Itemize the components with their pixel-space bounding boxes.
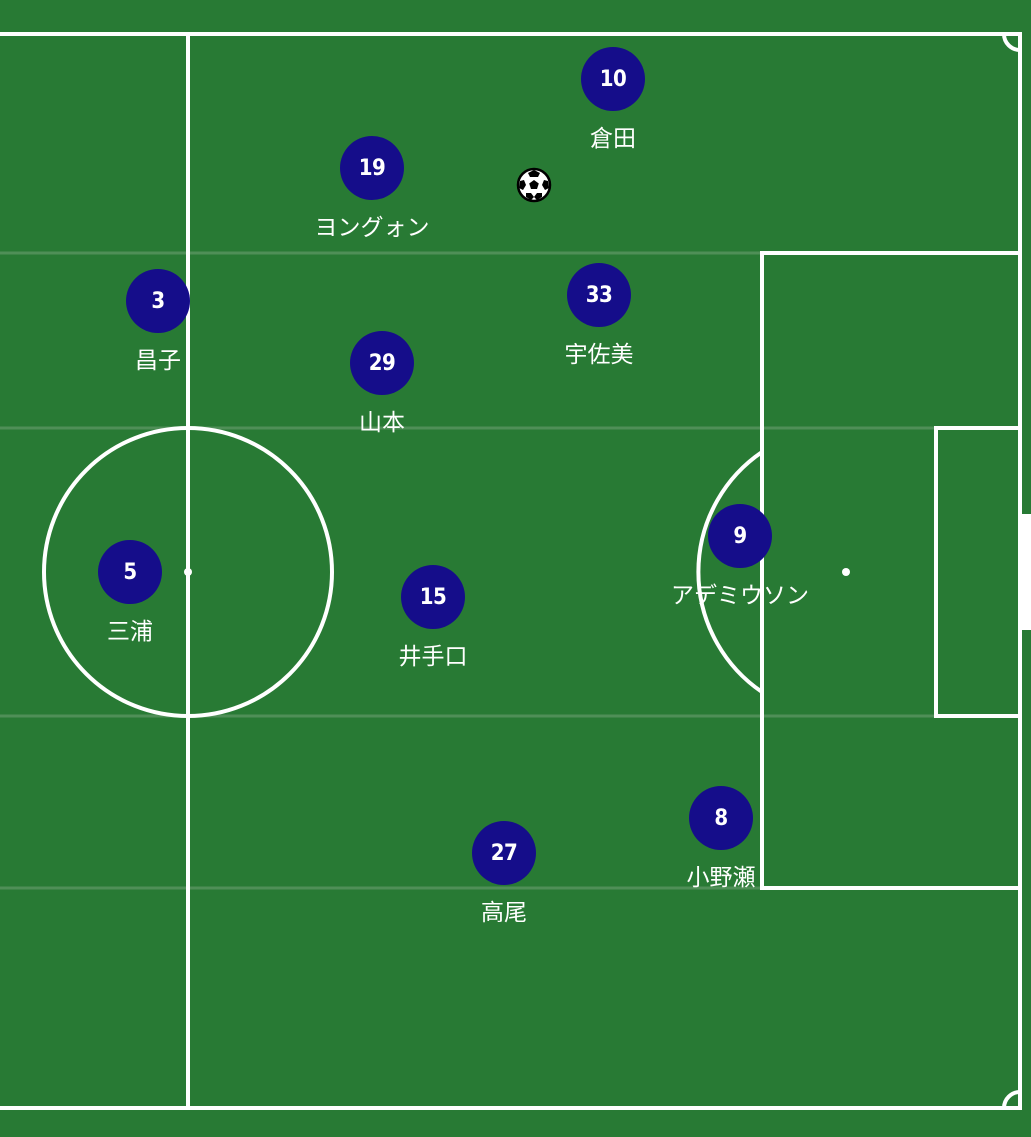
player-10: 10 倉田 <box>543 47 683 153</box>
player-number-badge: 15 <box>401 565 465 629</box>
goal <box>1021 514 1031 630</box>
player-number-badge: 10 <box>581 47 645 111</box>
player-29: 29 山本 <box>312 331 452 437</box>
player-9: 9 アデミウソン <box>670 504 810 610</box>
corner-arc-bottom <box>1002 1090 1021 1109</box>
soccer-ball-icon <box>516 167 552 203</box>
player-name: 高尾 <box>481 900 527 926</box>
player-name: 山本 <box>359 410 405 436</box>
player-number-badge: 27 <box>472 821 536 885</box>
player-5: 5 三浦 <box>60 540 200 646</box>
player-number-badge: 5 <box>98 540 162 604</box>
corner-arc-top <box>1002 33 1021 52</box>
center-circle <box>42 426 334 718</box>
player-33: 33 宇佐美 <box>529 263 669 369</box>
player-name: 小野瀬 <box>686 865 756 891</box>
player-19: 19 ヨングォン <box>302 136 442 242</box>
player-name: 倉田 <box>590 126 636 152</box>
goal-area <box>934 426 1020 718</box>
player-name: アデミウソン <box>671 583 809 609</box>
pitch-boundary <box>0 32 1022 1110</box>
player-name: 三浦 <box>107 619 153 645</box>
penalty-arc <box>696 450 764 694</box>
player-3: 3 昌子 <box>88 269 228 375</box>
player-number-badge: 8 <box>689 786 753 850</box>
player-number-badge: 29 <box>350 331 414 395</box>
player-number-badge: 3 <box>126 269 190 333</box>
player-number-badge: 33 <box>567 263 631 327</box>
penalty-spot <box>842 568 850 576</box>
player-27: 27 高尾 <box>434 821 574 927</box>
player-8: 8 小野瀬 <box>651 786 791 892</box>
player-number-badge: 9 <box>708 504 772 568</box>
player-name: 井手口 <box>398 644 468 670</box>
player-15: 15 井手口 <box>363 565 503 671</box>
player-name: 昌子 <box>135 348 181 374</box>
player-number-badge: 19 <box>340 136 404 200</box>
center-spot <box>184 568 192 576</box>
player-name: ヨングォン <box>314 215 430 241</box>
player-name: 宇佐美 <box>564 342 634 368</box>
penalty-area <box>760 251 1020 890</box>
